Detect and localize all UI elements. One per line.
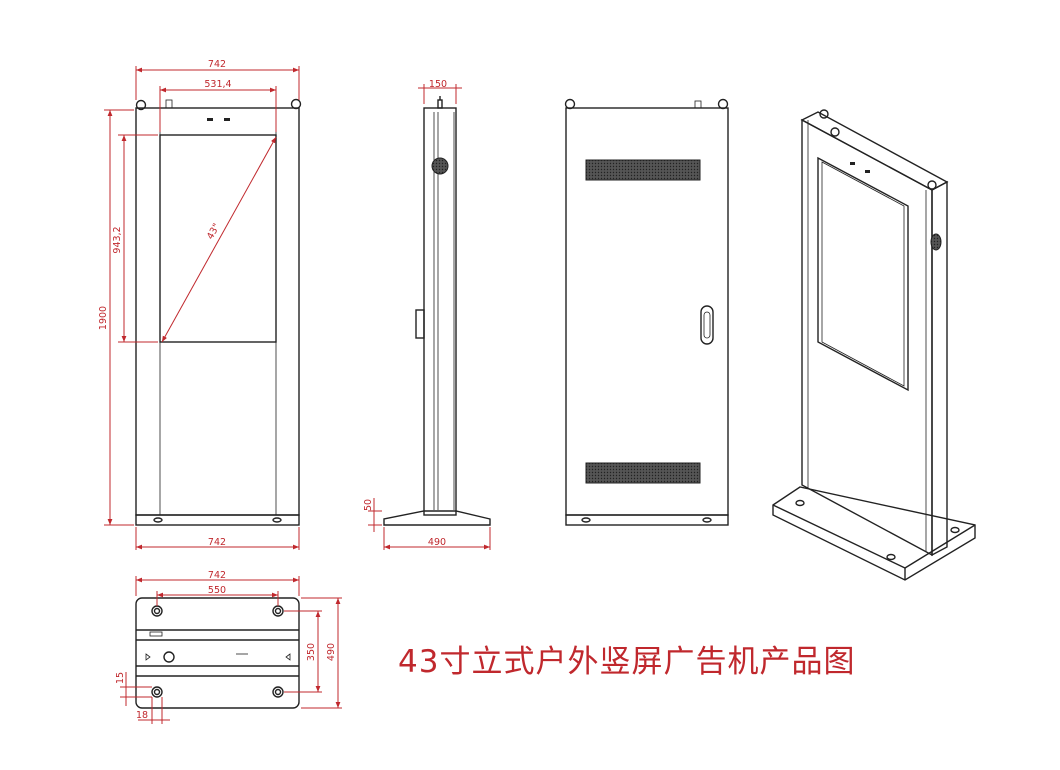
speaker-icon: [431, 157, 449, 175]
isometric-view: [772, 109, 976, 581]
screen-area: [159, 134, 277, 343]
lifting-ring-icon: [717, 98, 729, 110]
dim-side-base-height: 50: [363, 499, 374, 511]
vent-grille: [585, 462, 701, 484]
sensor-icon: [207, 118, 213, 121]
dim-small-a: 15: [115, 672, 126, 684]
vent-grille: [585, 159, 701, 181]
dim-base-view-width: 742: [208, 570, 226, 581]
door-handle-icon: [700, 305, 714, 345]
lifting-ring-icon: [564, 98, 576, 110]
side-base-foot: [383, 510, 491, 526]
base-view: 742 550 350 490 15 18: [115, 570, 342, 724]
dim-small-b: 18: [136, 710, 148, 721]
dim-base-width: 742: [208, 537, 226, 548]
iso-front-face: [801, 118, 933, 557]
lifting-ring-icon: [819, 109, 829, 119]
dim-side-base-depth: 490: [428, 537, 446, 548]
front-view: 43" 742 531,4 1900 943,2 742: [98, 59, 302, 550]
side-view: 150 50 490: [363, 79, 491, 550]
base-plate-outline: [135, 597, 300, 709]
dim-depth-outer: 490: [326, 643, 337, 661]
dim-total-height: 1900: [98, 306, 109, 330]
back-view: [564, 98, 729, 526]
lifting-ring-icon: [290, 98, 302, 110]
sensor-icon: [224, 118, 230, 121]
dim-screen-height: 943,2: [112, 226, 123, 253]
drawing-title: 43寸立式户外竖屏广告机产品图: [398, 644, 855, 680]
dim-screen-width: 531,4: [204, 79, 231, 90]
lifting-ring-icon: [927, 180, 937, 190]
dim-depth-inner: 350: [306, 643, 317, 661]
cable-hole-icon: [163, 651, 175, 663]
dim-side-depth: 150: [429, 79, 447, 90]
speaker-icon: [930, 233, 942, 251]
iso-screen: [817, 156, 909, 392]
dim-hole-spacing: 550: [208, 585, 226, 596]
sensor-icon: [830, 127, 840, 137]
dim-width-top: 742: [208, 59, 226, 70]
iso-base-plate: [772, 486, 976, 581]
lifting-ring-icon: [135, 99, 147, 111]
